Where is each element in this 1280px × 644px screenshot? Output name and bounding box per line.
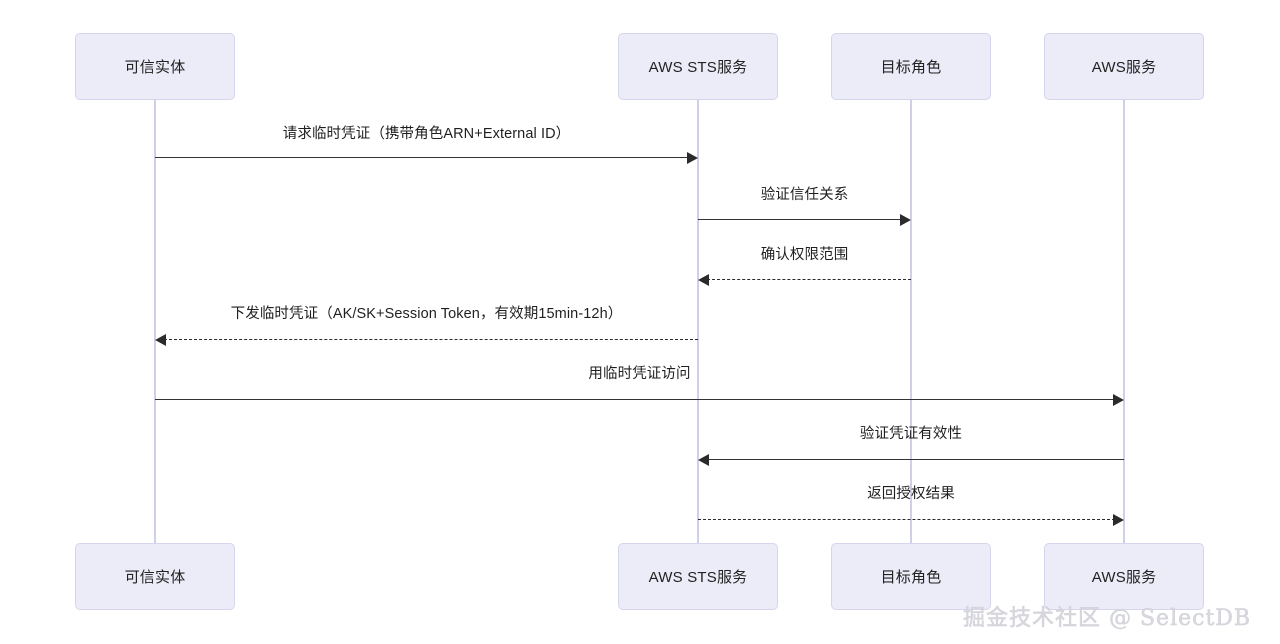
message-label-6: 验证凭证有效性 <box>859 426 963 442</box>
message-label-1: 请求临时凭证（携带角色ARN+External ID） <box>282 126 571 142</box>
message-arrowhead-5 <box>1113 394 1124 406</box>
participant-box-aws-sts[interactable]: AWS STS服务 <box>618 33 778 100</box>
participant-box-aws-sts-bottom[interactable]: AWS STS服务 <box>618 543 778 610</box>
participant-box-aws-service-bottom[interactable]: AWS服务 <box>1044 543 1204 610</box>
message-label-5: 用临时凭证访问 <box>588 366 691 382</box>
message-arrowhead-3 <box>698 274 709 286</box>
message-line-3 <box>707 279 911 280</box>
participant-box-trusted-entity-bottom[interactable]: 可信实体 <box>75 543 235 610</box>
message-arrowhead-7 <box>1113 514 1124 526</box>
message-arrowhead-1 <box>687 152 698 164</box>
message-arrowhead-6 <box>698 454 709 466</box>
message-line-2 <box>698 219 902 220</box>
lifeline-target-role <box>910 100 912 543</box>
message-label-7: 返回授权结果 <box>867 486 955 502</box>
message-label-4: 下发临时凭证（AK/SK+Session Token，有效期15min-12h） <box>230 306 623 322</box>
participant-box-target-role-bottom[interactable]: 目标角色 <box>831 543 991 610</box>
message-arrowhead-2 <box>900 214 911 226</box>
message-arrowhead-4 <box>155 334 166 346</box>
participant-box-target-role[interactable]: 目标角色 <box>831 33 991 100</box>
lifeline-aws-sts <box>697 100 699 543</box>
message-line-4 <box>164 339 698 340</box>
participant-box-aws-service[interactable]: AWS服务 <box>1044 33 1204 100</box>
lifeline-aws-service <box>1123 100 1125 543</box>
participant-box-trusted-entity[interactable]: 可信实体 <box>75 33 235 100</box>
message-label-3: 确认权限范围 <box>760 247 849 263</box>
message-line-1 <box>155 157 689 158</box>
lifeline-trusted-entity <box>154 100 156 543</box>
message-line-7 <box>698 519 1115 520</box>
watermark: 掘金技术社区 @ SelectDB <box>963 606 1252 632</box>
message-line-5 <box>155 399 1115 400</box>
message-label-2: 验证信任关系 <box>760 187 849 203</box>
message-line-6 <box>707 459 1124 460</box>
